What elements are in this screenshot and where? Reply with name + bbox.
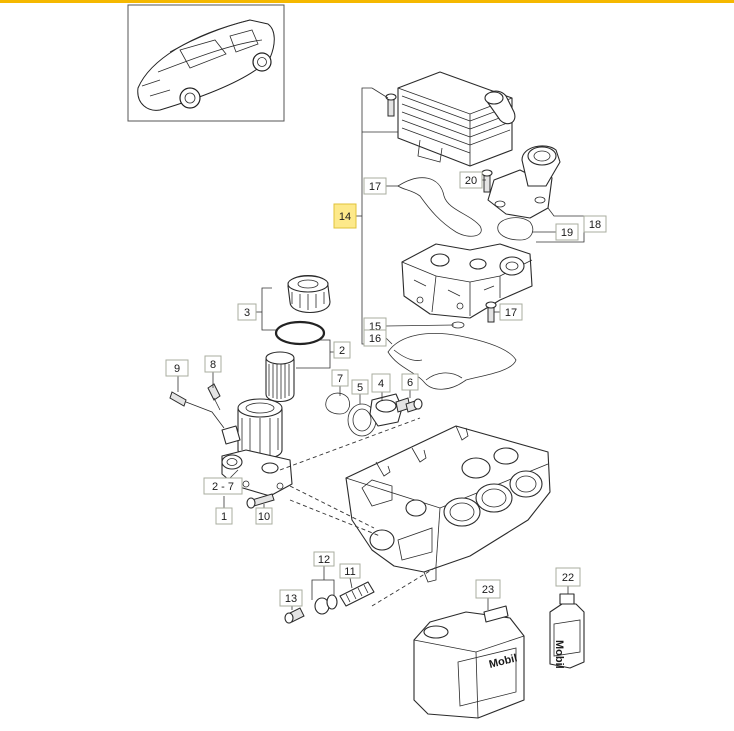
vehicle-thumbnail [127,4,285,122]
svg-text:8: 8 [210,359,216,371]
callout-20[interactable]: 19 [555,223,579,241]
bolt-8 [246,493,275,509]
assembly-line-1 [279,417,421,471]
svg-text:10: 10 [258,511,270,523]
callout-18[interactable]: 17 [499,303,523,321]
assembly-line-3 [289,499,381,537]
callout-2-7[interactable]: 2 - 7 [203,477,243,495]
callout-16[interactable]: 16 [363,329,387,347]
callout-13[interactable]: 13 [279,589,303,607]
gasket-17 [397,177,482,237]
svg-text:5: 5 [357,382,363,394]
seal-ring-20 [497,217,534,241]
svg-text:2: 2 [339,345,345,357]
assembly-line-2 [289,485,375,529]
svg-text:2 - 7: 2 - 7 [212,481,234,493]
svg-text:12: 12 [318,554,330,566]
svg-text:17: 17 [369,181,381,193]
svg-text:1: 1 [221,511,227,523]
pressure-valve-11 [339,581,375,607]
thermostat-4 [369,393,411,427]
bolt-18 [485,301,497,323]
engine-block [345,425,551,583]
callout-21[interactable]: 20 [459,171,483,189]
callout-4[interactable]: 4 [371,373,391,393]
svg-text:6: 6 [407,377,413,389]
svg-text:9: 9 [174,363,180,375]
svg-text:14: 14 [339,211,351,223]
filter-housing [221,398,293,497]
svg-text:4: 4 [378,378,384,390]
svg-text:3: 3 [244,307,250,319]
callout-9[interactable]: 8 [204,355,222,373]
bolt-6 [405,398,423,413]
bolt-21 [481,169,493,193]
bottle-icon: Mobil [549,593,585,669]
callout-12[interactable]: 12 [313,551,335,567]
callout-11[interactable]: 11 [339,563,361,579]
svg-text:7: 7 [337,373,343,385]
seal-12 [314,594,338,615]
assembly-line-4 [371,565,439,607]
svg-text:19: 19 [561,227,573,239]
top-accent-bar [0,0,734,3]
callout-8[interactable]: 10 [255,507,273,525]
svg-text:20: 20 [465,175,477,187]
o-ring-3 [274,320,326,346]
callout-3[interactable]: 3 [237,303,257,321]
bottle-brand: Mobil [553,640,565,669]
filter-base [401,243,533,319]
callout-1[interactable]: 1 [215,507,233,525]
callout-17[interactable]: 17 [363,177,387,195]
plug-13 [284,607,305,624]
callout-5[interactable]: 5 [351,379,369,395]
canister-icon: Mobil [413,605,525,719]
svg-text:16: 16 [369,333,381,345]
callout-14[interactable]: 14 [333,203,357,229]
callout-19[interactable]: 18 [583,215,607,233]
svg-text:18: 18 [589,219,601,231]
bolt-top [385,93,397,117]
gasket-16 [387,333,517,390]
sensor-9 [207,383,221,411]
gasket-7 [325,392,350,415]
filter-cap [287,275,331,313]
callout-6[interactable]: 6 [401,373,419,391]
oil-cooler [397,71,516,167]
thermostat-housing [487,145,561,219]
filter-element [265,351,295,403]
callout-22[interactable]: 22 [555,567,581,587]
callout-10[interactable]: 9 [165,359,189,377]
callout-7[interactable]: 7 [331,369,349,387]
callout-23[interactable]: 23 [475,579,501,599]
svg-text:22: 22 [562,572,574,584]
svg-text:23: 23 [482,584,494,596]
sensor-10 [169,391,225,429]
svg-text:11: 11 [344,566,355,578]
svg-text:13: 13 [285,593,297,605]
svg-text:17: 17 [505,307,517,319]
car-icon [137,19,275,111]
callout-2[interactable]: 2 [333,341,351,359]
